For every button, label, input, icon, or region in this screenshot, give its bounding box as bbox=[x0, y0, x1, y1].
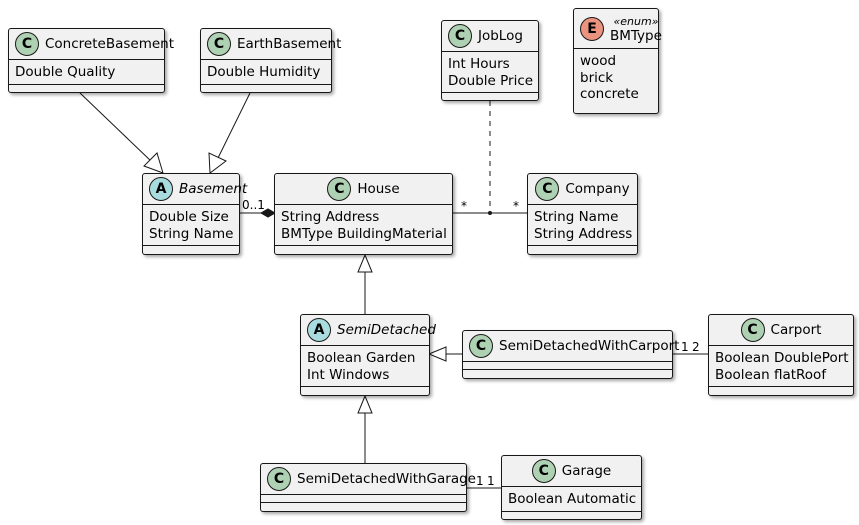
class-name: EarthBasement bbox=[237, 36, 342, 52]
class-semi-detached-with-garage[interactable]: C SemiDetachedWithGarage bbox=[260, 463, 476, 512]
class-name: Basement bbox=[179, 181, 248, 197]
attribute-list: Boolean DoublePort Boolean flatRoof bbox=[709, 346, 853, 387]
class-company[interactable]: C Company String Name String Address bbox=[527, 173, 638, 255]
class-name: Company bbox=[565, 181, 630, 197]
attribute: Boolean Automatic bbox=[508, 491, 637, 507]
abstract-badge-icon: A bbox=[307, 318, 331, 342]
attribute: Int Hours bbox=[448, 56, 510, 72]
class-header: C Company bbox=[528, 174, 637, 205]
enum-name: BMType bbox=[610, 27, 662, 44]
attribute-list: String Name String Address bbox=[528, 205, 637, 246]
class-name: SemiDetachedWithCarport bbox=[499, 338, 680, 354]
attribute: Boolean DoublePort bbox=[715, 350, 849, 366]
class-header: A SemiDetached bbox=[301, 315, 436, 346]
attribute-list: Int Hours Double Price bbox=[442, 52, 538, 93]
class-badge-icon: C bbox=[267, 467, 291, 491]
class-header: C SemiDetachedWithGarage bbox=[261, 464, 476, 495]
attribute: String Name bbox=[149, 225, 234, 242]
class-badge-icon: C bbox=[15, 32, 39, 56]
class-name: SemiDetached bbox=[337, 322, 436, 338]
enum-value: brick bbox=[580, 69, 614, 86]
class-header: C SemiDetachedWithCarport bbox=[463, 331, 679, 362]
generalization-arrowhead bbox=[427, 346, 447, 362]
generalization-arrowhead bbox=[357, 394, 373, 414]
enum-bm-type[interactable]: E «enum» BMType wood brick concrete bbox=[573, 8, 662, 114]
generalization-arrowhead bbox=[143, 152, 164, 174]
class-badge-icon: C bbox=[207, 32, 231, 56]
generalization-arrowhead bbox=[357, 253, 373, 273]
attribute-list: Boolean Automatic bbox=[502, 487, 641, 512]
class-name: House bbox=[357, 181, 400, 197]
multiplicity-carport-left: 1 bbox=[681, 340, 689, 354]
class-header: C EarthBasement bbox=[201, 29, 341, 60]
generalization-earth-basement bbox=[217, 92, 251, 159]
attribute-list: Double Humidity bbox=[201, 60, 331, 85]
attribute: Double Size bbox=[149, 209, 229, 225]
enum-title: «enum» BMType bbox=[610, 14, 662, 44]
attribute: Double Humidity bbox=[207, 64, 321, 80]
attribute-list bbox=[463, 362, 672, 370]
class-basement[interactable]: A Basement Double Size String Name bbox=[142, 173, 247, 255]
attribute: String Name bbox=[534, 209, 619, 225]
class-badge-icon: C bbox=[531, 459, 556, 483]
attribute: Double Price bbox=[448, 72, 534, 89]
enum-value: concrete bbox=[580, 86, 639, 102]
attribute: Boolean flatRoof bbox=[715, 366, 827, 383]
multiplicity-house-company-left: * bbox=[461, 199, 467, 213]
attribute: String Address bbox=[534, 225, 633, 242]
class-name: ConcreteBasement bbox=[45, 36, 175, 52]
enum-badge-icon: E bbox=[580, 16, 604, 41]
attribute: BMType BuildingMaterial bbox=[281, 225, 447, 242]
multiplicity-house-company-right: * bbox=[513, 199, 519, 213]
attribute: Int Windows bbox=[307, 366, 390, 383]
class-badge-icon: C bbox=[535, 177, 560, 201]
attribute-list: Boolean Garden Int Windows bbox=[301, 346, 429, 387]
generalization-concrete-basement bbox=[79, 92, 153, 163]
class-header: C House bbox=[275, 174, 452, 205]
class-name: Carport bbox=[770, 322, 822, 338]
class-semi-detached[interactable]: A SemiDetached Boolean Garden Int Window… bbox=[300, 314, 436, 396]
class-badge-icon: C bbox=[740, 318, 765, 342]
abstract-badge-icon: A bbox=[149, 177, 173, 201]
multiplicity-basement-house: 0..1 bbox=[242, 198, 265, 212]
attribute: Double Quality bbox=[15, 64, 116, 80]
class-header: A Basement bbox=[143, 174, 247, 205]
multiplicity-garage-right: 1 bbox=[487, 474, 495, 488]
multiplicity-carport-right: 2 bbox=[692, 340, 700, 354]
class-header: C ConcreteBasement bbox=[9, 29, 174, 60]
class-earth-basement[interactable]: C EarthBasement Double Humidity bbox=[200, 28, 341, 93]
generalization-arrowhead bbox=[208, 152, 227, 174]
class-garage[interactable]: C Garage Boolean Automatic bbox=[501, 455, 642, 520]
class-badge-icon: C bbox=[469, 334, 493, 358]
enum-stereotype: «enum» bbox=[613, 14, 659, 28]
class-header: C Garage bbox=[502, 456, 641, 487]
attribute: String Address bbox=[281, 209, 380, 225]
class-header: C Carport bbox=[709, 315, 853, 346]
class-concrete-basement[interactable]: C ConcreteBasement Double Quality bbox=[8, 28, 174, 93]
attribute-list bbox=[261, 495, 466, 503]
class-name: Garage bbox=[561, 463, 612, 479]
attribute: Boolean Garden bbox=[307, 350, 416, 366]
attribute-list: Double Size String Name bbox=[143, 205, 239, 246]
attribute-list: String Address BMType BuildingMaterial bbox=[275, 205, 452, 246]
class-carport[interactable]: C Carport Boolean DoublePort Boolean fla… bbox=[708, 314, 854, 396]
attribute-list: Double Quality bbox=[9, 60, 164, 85]
class-badge-icon: C bbox=[327, 177, 352, 201]
multiplicity-garage-left: 1 bbox=[476, 474, 484, 488]
class-name: SemiDetachedWithGarage bbox=[297, 471, 476, 487]
class-name: JobLog bbox=[478, 28, 523, 44]
class-job-log[interactable]: C JobLog Int Hours Double Price bbox=[441, 20, 539, 101]
class-semi-detached-with-carport[interactable]: C SemiDetachedWithCarport bbox=[462, 330, 679, 379]
class-header: E «enum» BMType bbox=[574, 9, 662, 49]
class-badge-icon: C bbox=[448, 24, 472, 48]
composition-diamond bbox=[259, 208, 277, 218]
class-header: C JobLog bbox=[442, 21, 538, 52]
class-house[interactable]: C House String Address BMType BuildingMa… bbox=[274, 173, 453, 255]
enum-values: wood brick concrete bbox=[574, 49, 658, 107]
enum-value: wood bbox=[580, 53, 617, 69]
